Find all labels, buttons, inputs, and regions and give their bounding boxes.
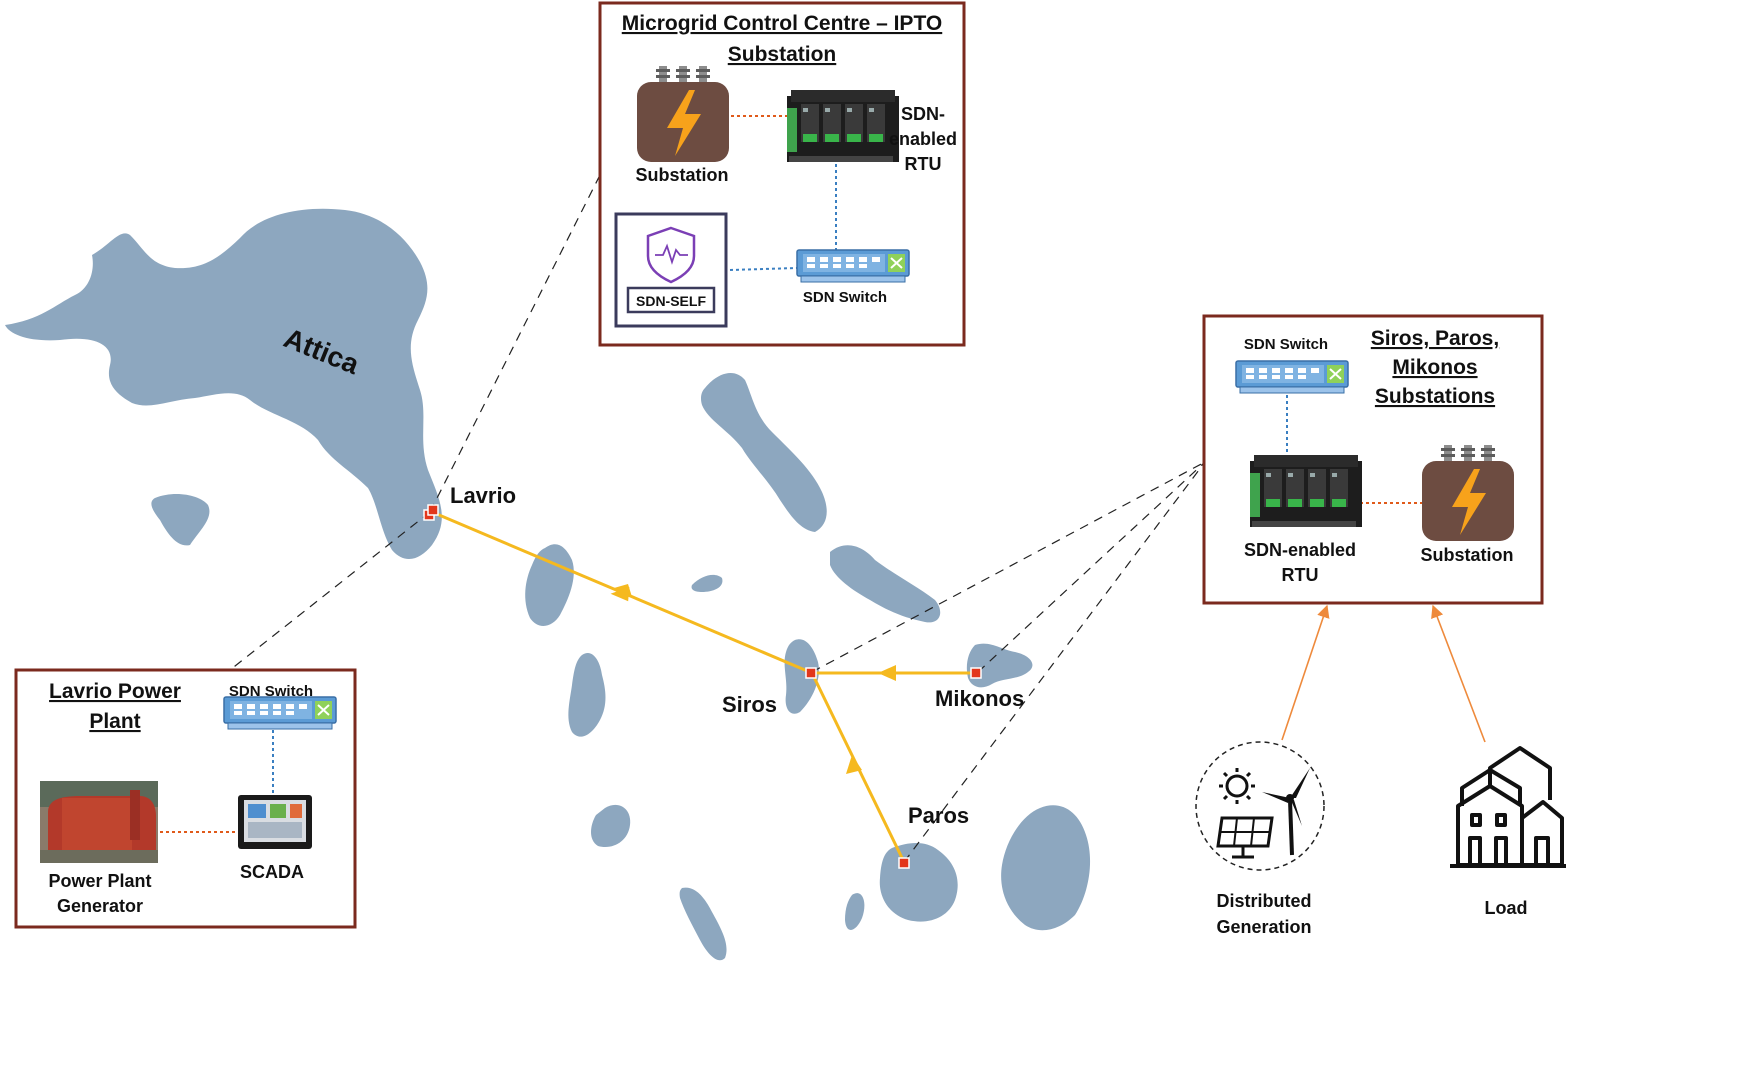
scada-monitor xyxy=(238,795,312,849)
distributed-generation: Distributed Generation xyxy=(1195,741,1325,937)
generator-label-1: Power Plant xyxy=(48,871,151,891)
island-antiparos xyxy=(845,893,865,930)
power-plant-panel: Lavrio Power Plant SDN Switch Power Plan… xyxy=(14,668,357,929)
control-centre-substation-label: Substation xyxy=(636,165,729,185)
callout-lines xyxy=(229,174,1206,863)
island-title-1: Siros, Paros, xyxy=(1371,327,1499,350)
houses-icon xyxy=(1450,746,1566,868)
island-rtu-label-2: RTU xyxy=(1282,565,1319,585)
island-rtu-device xyxy=(1250,455,1362,527)
shield-pulse-icon xyxy=(646,226,696,284)
node-label-siros: Siros xyxy=(722,692,777,717)
node-lavrio xyxy=(427,504,439,516)
dg-label-2: Generation xyxy=(1216,917,1311,937)
island-rtu-label-1: SDN-enabled xyxy=(1244,540,1356,560)
load: Load xyxy=(1450,746,1566,918)
node-label-lavrio: Lavrio xyxy=(450,483,516,508)
sdn-self-label: SDN-SELF xyxy=(636,293,706,309)
island-sifnos xyxy=(679,887,727,961)
cables xyxy=(431,510,976,863)
wind-turbine-icon xyxy=(1262,768,1310,856)
island-substations-panel: Siros, Paros, Mikonos Substations SDN Sw… xyxy=(1202,314,1544,605)
island-title-3: Substations xyxy=(1375,385,1495,408)
island-paros xyxy=(879,843,958,922)
dg-label-1: Distributed xyxy=(1216,891,1311,911)
island-mikonos xyxy=(966,643,1033,688)
island-sdn-switch-icon xyxy=(1235,360,1349,394)
island-gyaros xyxy=(691,574,723,592)
power-plant-switch-label: SDN Switch xyxy=(229,683,313,700)
power-plant-sdn-switch-icon xyxy=(223,696,337,730)
island-andros xyxy=(701,373,827,532)
island-switch-label: SDN Switch xyxy=(1244,336,1328,353)
island-title-2: Mikonos xyxy=(1392,356,1477,379)
source-flows xyxy=(1281,604,1486,743)
control-centre-switch-label: SDN Switch xyxy=(803,289,887,306)
generator-photo xyxy=(40,781,158,863)
node-label-paros: Paros xyxy=(908,803,969,828)
rtu-device xyxy=(787,90,899,162)
node-siros xyxy=(805,667,817,679)
power-plant-title-1: Lavrio Power xyxy=(49,680,181,703)
island-salamina xyxy=(151,494,210,546)
sdn-self-box: SDN-SELF xyxy=(614,212,728,328)
island-substation-label: Substation xyxy=(1421,545,1514,565)
control-centre-rtu-label-2: enabled xyxy=(889,129,957,149)
flow-arrow-lavrio xyxy=(610,586,630,602)
island-siros xyxy=(784,639,819,714)
grid-nodes xyxy=(423,504,982,869)
island-kea xyxy=(525,544,574,626)
flow-arrow-mikonos xyxy=(878,665,896,681)
map: Attica xyxy=(5,208,1091,961)
node-label-mikonos: Mikonos xyxy=(935,686,1024,711)
flow-arrow-paros xyxy=(846,755,862,774)
solar-panel-icon xyxy=(1216,816,1274,859)
island-kythnos xyxy=(568,652,606,737)
generator-label-2: Generator xyxy=(57,896,143,916)
sdn-switch-icon xyxy=(796,249,910,283)
control-centre-title-2: Substation xyxy=(728,43,837,66)
scada-label: SCADA xyxy=(240,862,304,882)
power-plant-title-2: Plant xyxy=(89,710,140,733)
control-centre-rtu-label-3: RTU xyxy=(905,154,942,174)
island-tinos xyxy=(830,545,941,623)
sun-icon xyxy=(1219,768,1255,804)
island-serifos xyxy=(591,804,631,848)
control-centre-panel: Microgrid Control Centre – IPTO Substati… xyxy=(598,1,966,347)
island-naxos xyxy=(1001,805,1091,931)
node-mikonos xyxy=(970,667,982,679)
control-centre-title-1: Microgrid Control Centre – IPTO xyxy=(622,12,942,35)
island-attica xyxy=(5,208,442,560)
node-paros xyxy=(898,857,910,869)
control-centre-rtu-label-1: SDN- xyxy=(901,104,945,124)
load-label: Load xyxy=(1485,898,1528,918)
